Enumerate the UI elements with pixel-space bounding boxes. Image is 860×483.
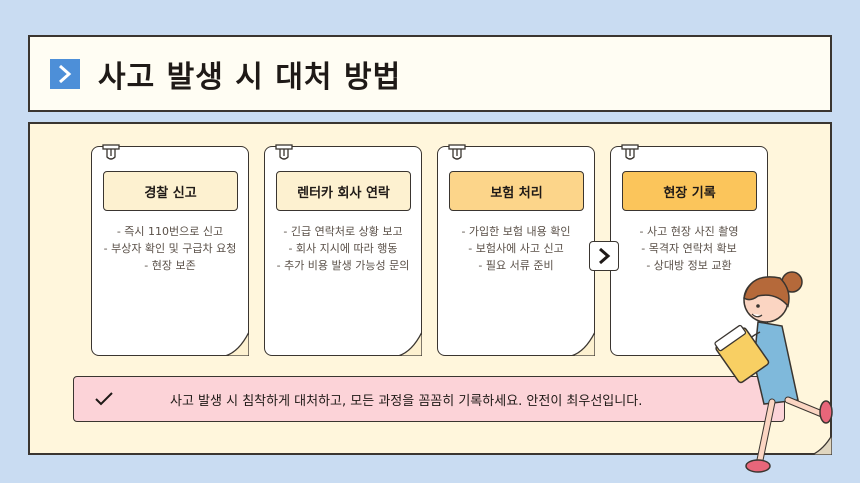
chevron-right-icon xyxy=(599,247,611,265)
card-heading: 경찰 신고 xyxy=(103,171,238,211)
page-fold xyxy=(398,332,422,356)
page-fold xyxy=(571,332,595,356)
page-title: 사고 발생 시 대처 방법 xyxy=(98,59,402,95)
clip-icon xyxy=(275,144,293,160)
card-heading: 보험 처리 xyxy=(449,171,584,211)
card-item: - 추가 비용 발생 가능성 문의 xyxy=(276,259,410,272)
card-insurance: 보험 처리 - 가입한 보험 내용 확인 - 보험사에 사고 신고 - 필요 서… xyxy=(437,144,595,356)
page-curl xyxy=(812,435,832,455)
card-item: - 현장 보존 xyxy=(144,259,196,272)
clip-icon xyxy=(621,144,639,160)
next-arrow-button[interactable] xyxy=(589,241,619,271)
card-rental-company: 렌터카 회사 연락 - 긴급 연락처로 상황 보고 - 회사 지시에 따라 행동… xyxy=(264,144,422,356)
card-item: - 부상자 확인 및 구급차 요청 xyxy=(103,242,237,255)
card-item: - 목격자 연락처 확보 xyxy=(641,242,737,255)
card-items: - 긴급 연락처로 상황 보고 - 회사 지시에 따라 행동 - 추가 비용 발… xyxy=(273,223,413,274)
card-items: - 사고 현장 사진 촬영 - 목격자 연락처 확보 - 상대방 정보 교환 xyxy=(619,223,759,274)
page-fold xyxy=(225,332,249,356)
card-item: - 상대방 정보 교환 xyxy=(646,259,732,272)
notice-text: 사고 발생 시 침착하게 대처하고, 모든 과정을 꼼꼼히 기록하세요. 안전이… xyxy=(170,393,643,409)
clip-icon xyxy=(448,144,466,160)
title-bar: 사고 발생 시 대처 방법 xyxy=(28,35,832,112)
card-heading: 렌터카 회사 연락 xyxy=(276,171,411,211)
card-items: - 즉시 110번으로 신고 - 부상자 확인 및 구급차 요청 - 현장 보존 xyxy=(100,223,240,274)
card-item: - 긴급 연락처로 상황 보고 xyxy=(283,225,403,238)
card-item: - 가입한 보험 내용 확인 xyxy=(461,225,571,238)
card-item: - 사고 현장 사진 촬영 xyxy=(639,225,739,238)
card-heading: 현장 기록 xyxy=(622,171,757,211)
chevron-right-icon xyxy=(50,58,80,89)
card-item: - 필요 서류 준비 xyxy=(478,259,554,272)
card-item: - 즉시 110번으로 신고 xyxy=(116,225,224,238)
person-illustration xyxy=(714,271,833,473)
card-items: - 가입한 보험 내용 확인 - 보험사에 사고 신고 - 필요 서류 준비 xyxy=(446,223,586,274)
check-icon xyxy=(90,391,118,407)
card-police-report: 경찰 신고 - 즉시 110번으로 신고 - 부상자 확인 및 구급차 요청 -… xyxy=(91,144,249,356)
card-item: - 회사 지시에 따라 행동 xyxy=(288,242,398,255)
card-item: - 보험사에 사고 신고 xyxy=(468,242,564,255)
clip-icon xyxy=(102,144,120,160)
notice-banner: 사고 발생 시 침착하게 대처하고, 모든 과정을 꼼꼼히 기록하세요. 안전이… xyxy=(73,376,785,422)
card-scene-record: 현장 기록 - 사고 현장 사진 촬영 - 목격자 연락처 확보 - 상대방 정… xyxy=(610,144,768,356)
